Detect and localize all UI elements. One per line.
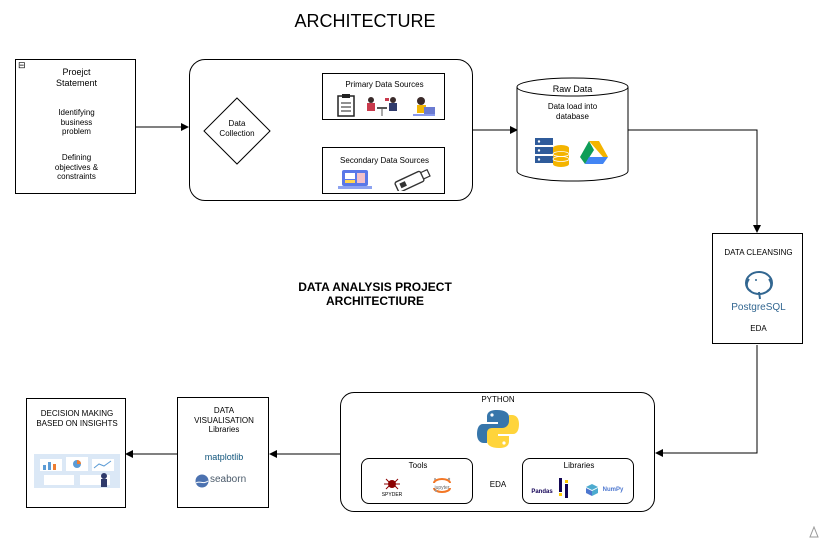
secondary-sources-box[interactable]: Secondary Data Sources bbox=[322, 147, 445, 194]
subtitle-line-2: ARCHITECTIURE bbox=[326, 294, 424, 309]
libraries-box[interactable]: Libraries Pandas NumPy bbox=[522, 458, 634, 504]
jupyter-icon bbox=[433, 477, 451, 493]
jupyter-label: jupyter bbox=[434, 485, 450, 491]
collapse-icon[interactable]: ⊟ bbox=[18, 60, 26, 70]
raw-line: Data load into bbox=[547, 102, 598, 111]
spyder-label: SPYDER bbox=[381, 492, 403, 498]
postgresql-elephant-icon bbox=[745, 271, 773, 300]
primary-sources-box[interactable]: Primary Data Sources bbox=[322, 73, 445, 120]
libraries-title: Libraries bbox=[563, 461, 595, 470]
project-statement-box[interactable]: ⊟ Proejct Statement Identifying business… bbox=[15, 59, 136, 194]
project-statement-title: Proejct Statement bbox=[16, 67, 137, 89]
diamond-line: Collection bbox=[219, 128, 255, 138]
data-cleansing-title: DATA CLEANSING bbox=[724, 248, 793, 257]
seaborn-label: seaborn bbox=[210, 474, 247, 485]
person-laptop-icon bbox=[413, 97, 435, 116]
tools-title: Tools bbox=[408, 461, 428, 470]
viz-line: VISUALISATION bbox=[194, 415, 254, 425]
project-item-defining: Defining objectives & constraints bbox=[16, 153, 137, 182]
decision-line: BASED ON INSIGHTS bbox=[36, 418, 118, 428]
item-line: Defining bbox=[61, 153, 92, 162]
title-line: Statement bbox=[55, 77, 98, 88]
item-line: Identifying bbox=[58, 108, 95, 117]
raw-line: database bbox=[556, 111, 589, 121]
python-eda-label: EDA bbox=[489, 480, 507, 489]
decision-making-box[interactable]: DECISION MAKING BASED ON INSIGHTS bbox=[26, 398, 126, 508]
data-collection-label: Data Collection bbox=[203, 119, 271, 138]
page-title: ARCHITECTURE bbox=[294, 11, 436, 31]
seaborn-icon bbox=[195, 474, 209, 488]
pandas-icon bbox=[559, 478, 568, 498]
cleansing-eda-label: EDA bbox=[750, 324, 767, 333]
corner-triangle-icon bbox=[809, 526, 819, 538]
secondary-sources-title: Secondary Data Sources bbox=[340, 156, 429, 165]
interview-people-icon bbox=[367, 97, 397, 116]
database-server-icon bbox=[535, 138, 570, 167]
item-line: problem bbox=[62, 127, 91, 137]
tools-box[interactable]: Tools SPYDER jupyter bbox=[361, 458, 473, 504]
diagram-subtitle: DATA ANALYSIS PROJECT ARCHITECTIURE bbox=[270, 280, 480, 309]
usb-drive-icon bbox=[394, 169, 431, 191]
project-item-identifying: Identifying business problem bbox=[16, 108, 137, 137]
item-line: business bbox=[60, 117, 93, 127]
google-drive-icon bbox=[580, 141, 608, 164]
survey-clipboard-icon bbox=[337, 94, 355, 117]
web-analytics-icon bbox=[338, 170, 372, 189]
data-visualisation-title: DATA VISUALISATION Libraries bbox=[178, 406, 270, 435]
item-line: constraints bbox=[57, 172, 96, 182]
python-logo-icon bbox=[477, 410, 519, 448]
raw-data-description: Data load into database bbox=[516, 102, 629, 121]
subtitle-line-1: DATA ANALYSIS PROJECT bbox=[298, 280, 452, 294]
viz-line: DATA bbox=[213, 406, 235, 415]
decision-line: DECISION MAKING bbox=[40, 409, 114, 418]
numpy-icon bbox=[586, 484, 598, 496]
pandas-label: Pandas bbox=[531, 489, 553, 495]
data-visualisation-box[interactable]: DATA VISUALISATION Libraries matplotlib … bbox=[177, 397, 269, 508]
data-collection-diamond[interactable] bbox=[203, 97, 271, 165]
spyder-icon bbox=[384, 478, 400, 490]
item-line: objectives & bbox=[54, 162, 99, 172]
viz-line: Libraries bbox=[208, 425, 240, 435]
diamond-line: Data bbox=[228, 119, 246, 128]
python-title: PYTHON bbox=[481, 395, 515, 404]
title-line: Proejct bbox=[62, 67, 91, 77]
decision-making-title: DECISION MAKING BASED ON INSIGHTS bbox=[27, 409, 127, 428]
raw-data-title: Raw Data bbox=[552, 84, 593, 94]
primary-sources-title: Primary Data Sources bbox=[345, 80, 424, 89]
postgresql-label: PostgreSQL bbox=[731, 302, 786, 313]
data-cleansing-box[interactable]: DATA CLEANSING PostgreSQL EDA bbox=[712, 233, 803, 344]
numpy-label: NumPy bbox=[602, 487, 624, 493]
matplotlib-label: matplotlib bbox=[204, 452, 244, 462]
dashboard-insights-illustration bbox=[34, 454, 120, 488]
